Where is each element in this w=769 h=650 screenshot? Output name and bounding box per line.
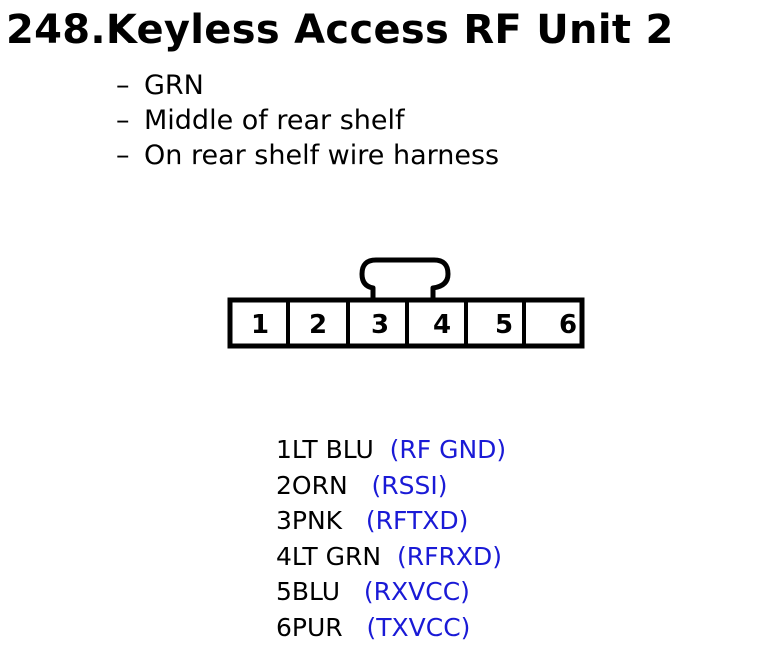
pin-label-6: 6 <box>559 310 577 340</box>
detail-text: Middle of rear shelf <box>144 105 405 136</box>
spacer <box>381 542 397 571</box>
spacer <box>374 435 390 464</box>
pin-number: 2 <box>276 470 292 500</box>
connector-latch <box>359 257 451 300</box>
pin-function: (RSSI) <box>371 470 448 500</box>
pin-number: 4 <box>276 541 292 571</box>
pin-number: 1 <box>276 435 292 464</box>
spacer <box>343 613 367 642</box>
wire-color: PNK <box>291 506 343 535</box>
pinout-list: 1LT BLU (RF GND) 2ORN (RSSI) 3PNK (RFTXD… <box>276 432 506 645</box>
bullet-dash: – <box>116 105 130 136</box>
spacer <box>340 577 364 606</box>
pin-function: (RFRXD) <box>396 541 502 571</box>
wire-color: PUR <box>291 612 343 642</box>
wire-color: LT BLU <box>291 435 374 464</box>
spacer <box>348 471 372 500</box>
connector-details-list: –GRN –Middle of rear shelf –On rear shel… <box>116 68 499 173</box>
pinout-row: 2ORN (RSSI) <box>276 468 506 504</box>
connector-diagram: 1 2 3 4 5 6 <box>227 257 585 349</box>
pinout-row: 1LT BLU (RF GND) <box>276 432 506 468</box>
pin-label-4: 4 <box>433 310 451 340</box>
pin-label-2: 2 <box>309 310 327 340</box>
pin-function: (RFTXD) <box>365 506 469 535</box>
pin-label-3: 3 <box>371 310 389 340</box>
spacer <box>342 506 366 535</box>
detail-text: GRN <box>144 70 204 101</box>
pinout-row: 4LT GRN (RFRXD) <box>276 539 506 575</box>
pin-function: (RXVCC) <box>363 577 470 606</box>
pin-function: (RF GND) <box>389 435 507 464</box>
detail-item-harness: –On rear shelf wire harness <box>116 138 499 173</box>
pin-number: 5 <box>276 577 292 606</box>
pinout-row: 3PNK (RFTXD) <box>276 503 506 539</box>
detail-item-location: –Middle of rear shelf <box>116 103 499 138</box>
pin-function: (TXVCC) <box>366 612 471 642</box>
pinout-row: 6PUR (TXVCC) <box>276 610 506 646</box>
pin-number: 3 <box>276 506 292 535</box>
bullet-dash: – <box>116 70 130 101</box>
bullet-dash: – <box>116 140 130 171</box>
page-title: 248.Keyless Access RF Unit 2 <box>6 7 674 53</box>
pinout-row: 5BLU (RXVCC) <box>276 574 506 610</box>
wire-color: LT GRN <box>291 541 382 571</box>
detail-item-color: –GRN <box>116 68 499 103</box>
detail-text: On rear shelf wire harness <box>144 140 500 171</box>
pin-label-1: 1 <box>251 310 269 340</box>
pin-number: 6 <box>276 612 292 642</box>
wire-color: BLU <box>291 577 341 606</box>
pin-label-5: 5 <box>495 310 513 340</box>
wire-color: ORN <box>291 470 348 500</box>
